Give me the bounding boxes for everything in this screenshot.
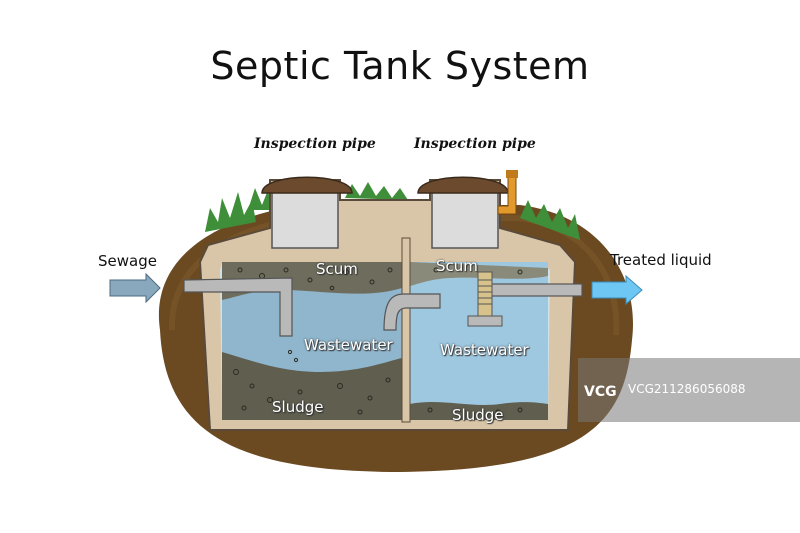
grass-middle [345, 182, 408, 200]
filter-base [467, 315, 503, 327]
partition-wall [401, 237, 411, 423]
vcg-logo-icon: VCG [584, 384, 617, 400]
outlet-arrow [591, 274, 643, 306]
grass-left [205, 188, 272, 232]
sludge-left-layer [222, 352, 402, 420]
lid-left [261, 176, 353, 194]
wastewater-label-left: Wastewater [304, 336, 393, 354]
vent-cap [506, 170, 518, 178]
sewage-label: Sewage [98, 252, 157, 270]
treated-liquid-label: Treated liquid [610, 251, 712, 269]
vcg-logo-text: VCG [584, 384, 617, 400]
inspection-riser-right [431, 189, 499, 249]
sludge-right-layer [410, 402, 548, 420]
inspection-pipe-label-left: Inspection pipe [254, 136, 376, 152]
filter-slots [478, 279, 492, 305]
sludge-label-left: Sludge [272, 398, 324, 416]
inspection-pipe-label-right: Inspection pipe [414, 136, 536, 152]
wastewater-label-right: Wastewater [440, 341, 529, 359]
page-title: Septic Tank System [210, 44, 590, 88]
grass-right [520, 200, 580, 240]
sludge-label-right: Sludge [452, 406, 504, 424]
scum-label-right: Scum [436, 257, 478, 275]
outlet-pipe [489, 283, 583, 297]
effluent-filter [477, 271, 493, 317]
inlet-pipe [183, 277, 293, 337]
lid-right [417, 176, 509, 194]
scum-label-left: Scum [316, 260, 358, 278]
transfer-pipe [383, 293, 441, 331]
watermark-text: VCG211286056088 [628, 382, 746, 396]
watermark: VCG VCG211286056088 [578, 358, 800, 422]
inspection-riser-left [271, 189, 339, 249]
particles [233, 267, 523, 415]
inlet-arrow [109, 272, 161, 304]
